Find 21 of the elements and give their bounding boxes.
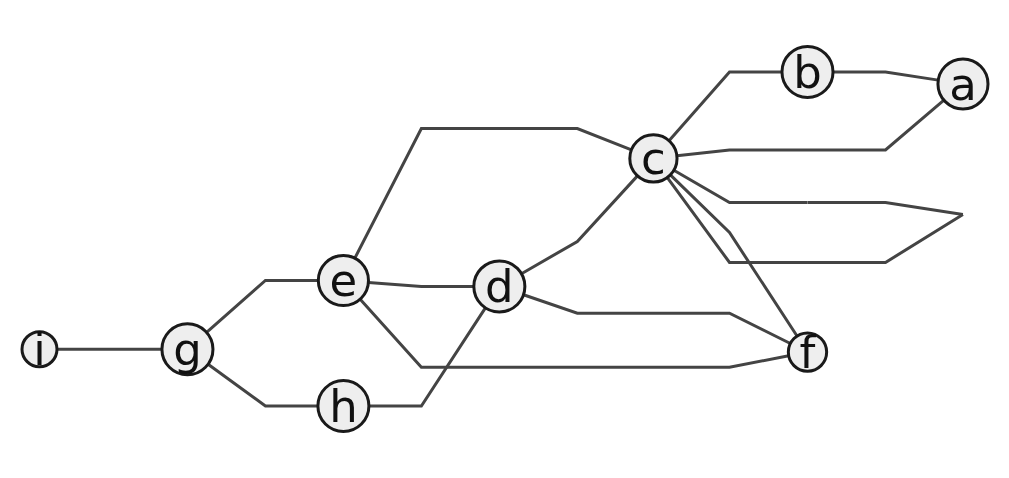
connector — [520, 174, 639, 276]
node-circle: i — [20, 330, 58, 369]
connector — [676, 99, 945, 158]
node-circle: c — [627, 133, 679, 184]
node-circle: f — [786, 331, 828, 373]
connector — [206, 363, 318, 408]
connector — [368, 307, 487, 408]
connector — [353, 127, 632, 259]
node-circle: e — [316, 253, 370, 308]
connector — [367, 280, 474, 288]
connector — [358, 298, 789, 369]
node-circle: d — [471, 259, 526, 314]
node-circle: b — [779, 44, 834, 99]
node-circle: h — [315, 379, 370, 433]
connector — [56, 347, 162, 351]
connector — [522, 293, 791, 345]
node-circle: a — [935, 57, 989, 111]
connector — [667, 70, 782, 142]
connector — [832, 70, 938, 82]
connector — [205, 279, 318, 334]
node-circle: g — [159, 322, 214, 377]
